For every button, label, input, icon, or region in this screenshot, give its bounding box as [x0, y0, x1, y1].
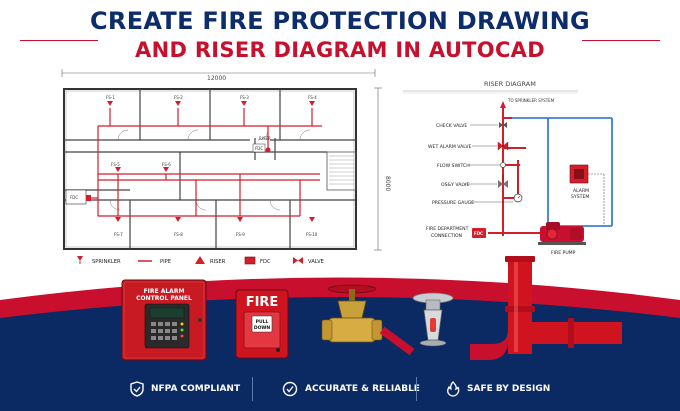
alarm-system-label-line2: SYSTEM: [571, 194, 589, 200]
gate-valve-icon: [321, 284, 415, 356]
flame-icon: [447, 381, 460, 397]
fdc-connection-tag: FDC: [474, 231, 483, 236]
panel-display: [149, 307, 185, 319]
fdc-connection-label-line1: FIRE DEPARTMENT: [426, 226, 469, 232]
title-rule-left: [20, 40, 98, 41]
riser-marker-icon: [265, 147, 271, 153]
sprinkler-label: FS-5: [111, 162, 120, 167]
title-rule-right: [582, 40, 660, 41]
sprinkler-icon: [107, 101, 113, 106]
sprinkler-label: FS-6: [162, 162, 171, 167]
sprinkler-heads-bottom: FS-7 FS-8 FS-9 FS-10: [114, 217, 318, 237]
flow-switch-label: FLOW SWITCH: [437, 163, 470, 169]
check-circle-icon: [282, 381, 298, 397]
sprinkler-icon: [115, 167, 121, 172]
badge-accurate-text: ACCURATE & RELIABLE: [305, 384, 420, 394]
sprinkler-label: FS-9: [236, 232, 245, 237]
pressure-gauge-label: PRESSURE GAUGE: [432, 200, 474, 206]
legend-sprinkler-icon: [77, 256, 83, 261]
check-valve-icon: [499, 122, 507, 128]
sprinkler-label: FS-4: [308, 95, 317, 100]
alarm-system-label-line1: ALARM: [573, 188, 589, 194]
sprinkler-label: FS-7: [114, 232, 123, 237]
shield-check-icon: [130, 381, 144, 397]
flow-switch-icon: [500, 162, 506, 168]
osy-valve-icon: [498, 180, 508, 188]
plan-fdc-label: FDC: [70, 195, 78, 200]
wet-alarm-valve-icon: [497, 141, 509, 151]
badge-nfpa: NFPA COMPLIANT: [130, 379, 240, 399]
sprinkler-label: FS-10: [306, 232, 318, 237]
sprinkler-heads-top: FS-1 FS-2 FS-3 FS-4: [106, 95, 317, 106]
panel-keypad: [151, 322, 177, 340]
fire-pull-station: FIRE PULL DOWN: [235, 289, 289, 359]
badge-safe-text: SAFE BY DESIGN: [467, 384, 551, 394]
legend-valve-icon: [293, 257, 303, 264]
sprinkler-icon: [241, 101, 247, 106]
pull-handle: [251, 315, 273, 333]
plan-fdc-box-label: FDC: [255, 146, 263, 151]
riser-diagram: RISER DIAGRAM TO SPRINKLER SYSTEM: [403, 80, 613, 256]
sprinkler-icon: [309, 217, 315, 222]
sprinkler-heads-middle: FS-5 FS-6: [111, 162, 171, 172]
badge-divider: [252, 377, 253, 401]
legend-pipe: PIPE: [160, 259, 171, 265]
red-pipe-assembly-icon: [470, 256, 622, 360]
badge-accurate: ACCURATE & RELIABLE: [282, 379, 420, 399]
sprinkler-label: FS-8: [174, 232, 183, 237]
fire-alarm-control-panel: FIRE ALARM CONTROL PANEL: [121, 279, 207, 361]
badge-nfpa-text: NFPA COMPLIANT: [151, 384, 241, 394]
sprinkler-icon: [237, 217, 243, 222]
badge-divider: [416, 377, 417, 401]
panel-title-line2: CONTROL PANEL: [136, 295, 192, 302]
panel-keyhole-icon: [198, 318, 202, 322]
fdc-connection-label-line2: CONNECTION: [431, 233, 462, 239]
plan-width-dimension: 12000: [207, 75, 226, 82]
sprinkler-icon: [163, 167, 169, 172]
legend-riser: RISER: [210, 259, 226, 265]
bottom-feature-bar: NFPA COMPLIANT ACCURATE & RELIABLE SAFE …: [0, 367, 680, 411]
riser-diagram-title: RISER DIAGRAM: [484, 80, 536, 88]
legend-fdc-icon: [244, 256, 256, 265]
sprinkler-icon: [309, 101, 315, 106]
sprinkler-icon: [115, 217, 121, 222]
legend-riser-icon: [195, 256, 205, 264]
sprinkler-icon: [175, 101, 181, 106]
sprinkler-icon: [175, 217, 181, 222]
sprinkler-label: FS-1: [106, 95, 115, 100]
legend: SPRINKLER PIPE RISER FDC VALVE: [77, 256, 324, 265]
pull-text-line2: DOWN: [254, 325, 271, 331]
legend-fdc: FDC: [260, 259, 271, 265]
plan-riser-label: RISER: [259, 136, 271, 141]
fire-pump-icon: [538, 222, 586, 245]
riser-to-system-label: TO SPRINKLER SYSTEM: [507, 98, 555, 103]
sprinkler-head-icon: [412, 292, 454, 347]
sprinkler-label: FS-3: [240, 95, 249, 100]
floor-plan: 12000 8000: [61, 69, 391, 251]
headline-line-2: AND RISER DIAGRAM IN AUTOCAD: [135, 38, 545, 62]
arrow-up-icon: [500, 101, 506, 108]
fire-sign: FIRE: [246, 295, 279, 310]
plan-height-dimension: 8000: [384, 176, 391, 191]
sprinkler-label: FS-2: [174, 95, 183, 100]
fdc-connection-icon: [472, 228, 486, 238]
legend-sprinkler: SPRINKLER: [92, 259, 121, 265]
badge-safe: SAFE BY DESIGN: [446, 379, 550, 399]
fire-pump-label: FIRE PUMP: [551, 250, 576, 256]
wet-alarm-valve-label: WET ALARM VALVE: [428, 144, 471, 150]
legend-valve: VALVE: [308, 259, 324, 265]
pull-text-line1: PULL: [256, 319, 269, 325]
osy-valve-label: OS&Y VALVE: [441, 182, 470, 188]
headline-line-1: CREATE FIRE PROTECTION DRAWING: [90, 7, 590, 35]
panel-title-line1: FIRE ALARM: [144, 288, 185, 295]
check-valve-label: CHECK VALVE: [436, 123, 467, 129]
